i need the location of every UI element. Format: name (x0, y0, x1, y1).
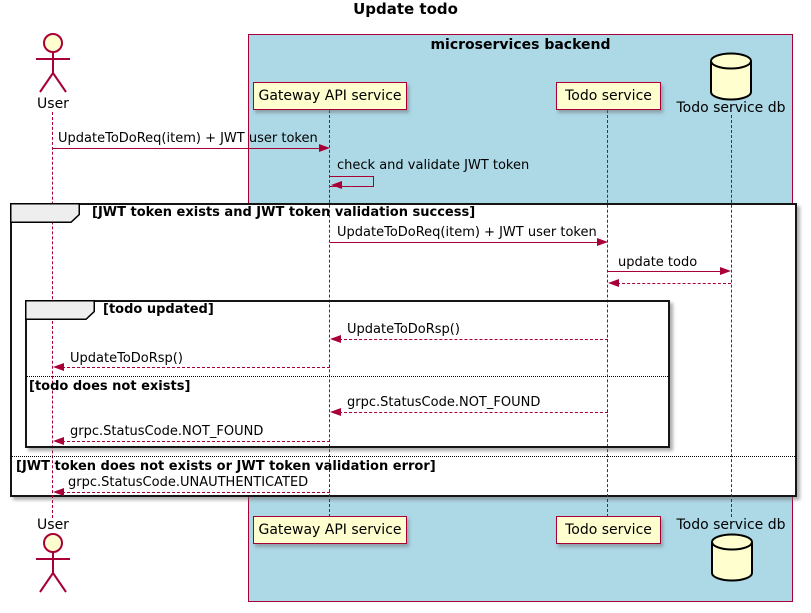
message-label: grpc.StatusCode.UNAUTHENTICATED (68, 475, 309, 490)
message-line (62, 492, 330, 493)
arrowhead-left-icon (53, 488, 64, 496)
arrowhead-left-icon (331, 181, 342, 189)
participant-label: Gateway API service (258, 88, 402, 104)
arrowhead-left-icon (53, 437, 64, 445)
message-label: UpdateToDoRsp() (70, 351, 183, 366)
message-line (53, 148, 321, 149)
self-message-loop (330, 176, 374, 187)
arrowhead-left-icon (330, 408, 341, 416)
arrowhead-right-icon (319, 144, 330, 152)
message-label: UpdateToDoReq(item) + JWT user token (337, 225, 597, 240)
backend-box-label: microservices backend (430, 37, 611, 53)
guard-outer-else: [JWT token does not exists or JWT token … (16, 459, 436, 474)
guard-inner-if: [todo updated] (103, 302, 214, 317)
participant-label: Todo service (565, 88, 652, 104)
participant-todo-service-top: Todo service (556, 82, 661, 110)
lifeline-gateway (329, 110, 330, 517)
participant-gateway-top: Gateway API service (253, 82, 407, 110)
participant-gateway-bottom: Gateway API service (253, 516, 407, 544)
message-line (339, 412, 608, 413)
arrowhead-right-icon (720, 267, 731, 275)
guard-outer-if: [JWT token exists and JWT token validati… (92, 205, 476, 220)
arrowhead-left-icon (53, 363, 64, 371)
message-label: UpdateToDoRsp() (347, 322, 460, 337)
participant-todo-db-top: Todo service db (676, 100, 786, 116)
message-label: update todo (618, 255, 698, 270)
arrowhead-right-icon (597, 238, 608, 246)
arrowhead-left-icon (608, 279, 619, 287)
message-line (339, 339, 608, 340)
actor-icon (33, 532, 73, 596)
arrowhead-left-icon (330, 335, 341, 343)
message-line (330, 242, 599, 243)
participant-label: Todo service (565, 522, 652, 538)
message-label: check and validate JWT token (337, 158, 530, 173)
frame-pentagon-icon (10, 203, 80, 223)
participant-label: Gateway API service (258, 522, 402, 538)
message-label: grpc.StatusCode.NOT_FOUND (70, 424, 264, 439)
database-icon (710, 533, 754, 583)
participant-todo-db-bottom: Todo service db (676, 517, 786, 533)
divider-inner-else (27, 376, 668, 377)
alt-frame-inner (25, 300, 670, 448)
divider-outer-else (12, 456, 795, 457)
participant-todo-service-bottom: Todo service (556, 516, 661, 544)
lifeline-todo-db (731, 115, 732, 517)
message-line (617, 283, 731, 284)
database-icon (709, 52, 753, 102)
message-line (62, 441, 330, 442)
participant-user-top: User (37, 96, 69, 112)
frame-pentagon-icon (25, 300, 95, 320)
guard-inner-else: [todo does not exists] (29, 379, 191, 394)
alt-frame-outer (10, 203, 797, 497)
message-line (62, 367, 330, 368)
diagram-title: Update todo (353, 0, 458, 18)
message-label: grpc.StatusCode.NOT_FOUND (347, 395, 541, 410)
message-label: UpdateToDoReq(item) + JWT user token (58, 131, 318, 146)
lifeline-todo-service (607, 110, 608, 517)
participant-user-bottom: User (37, 517, 69, 533)
actor-icon (33, 33, 73, 96)
message-line (608, 271, 722, 272)
